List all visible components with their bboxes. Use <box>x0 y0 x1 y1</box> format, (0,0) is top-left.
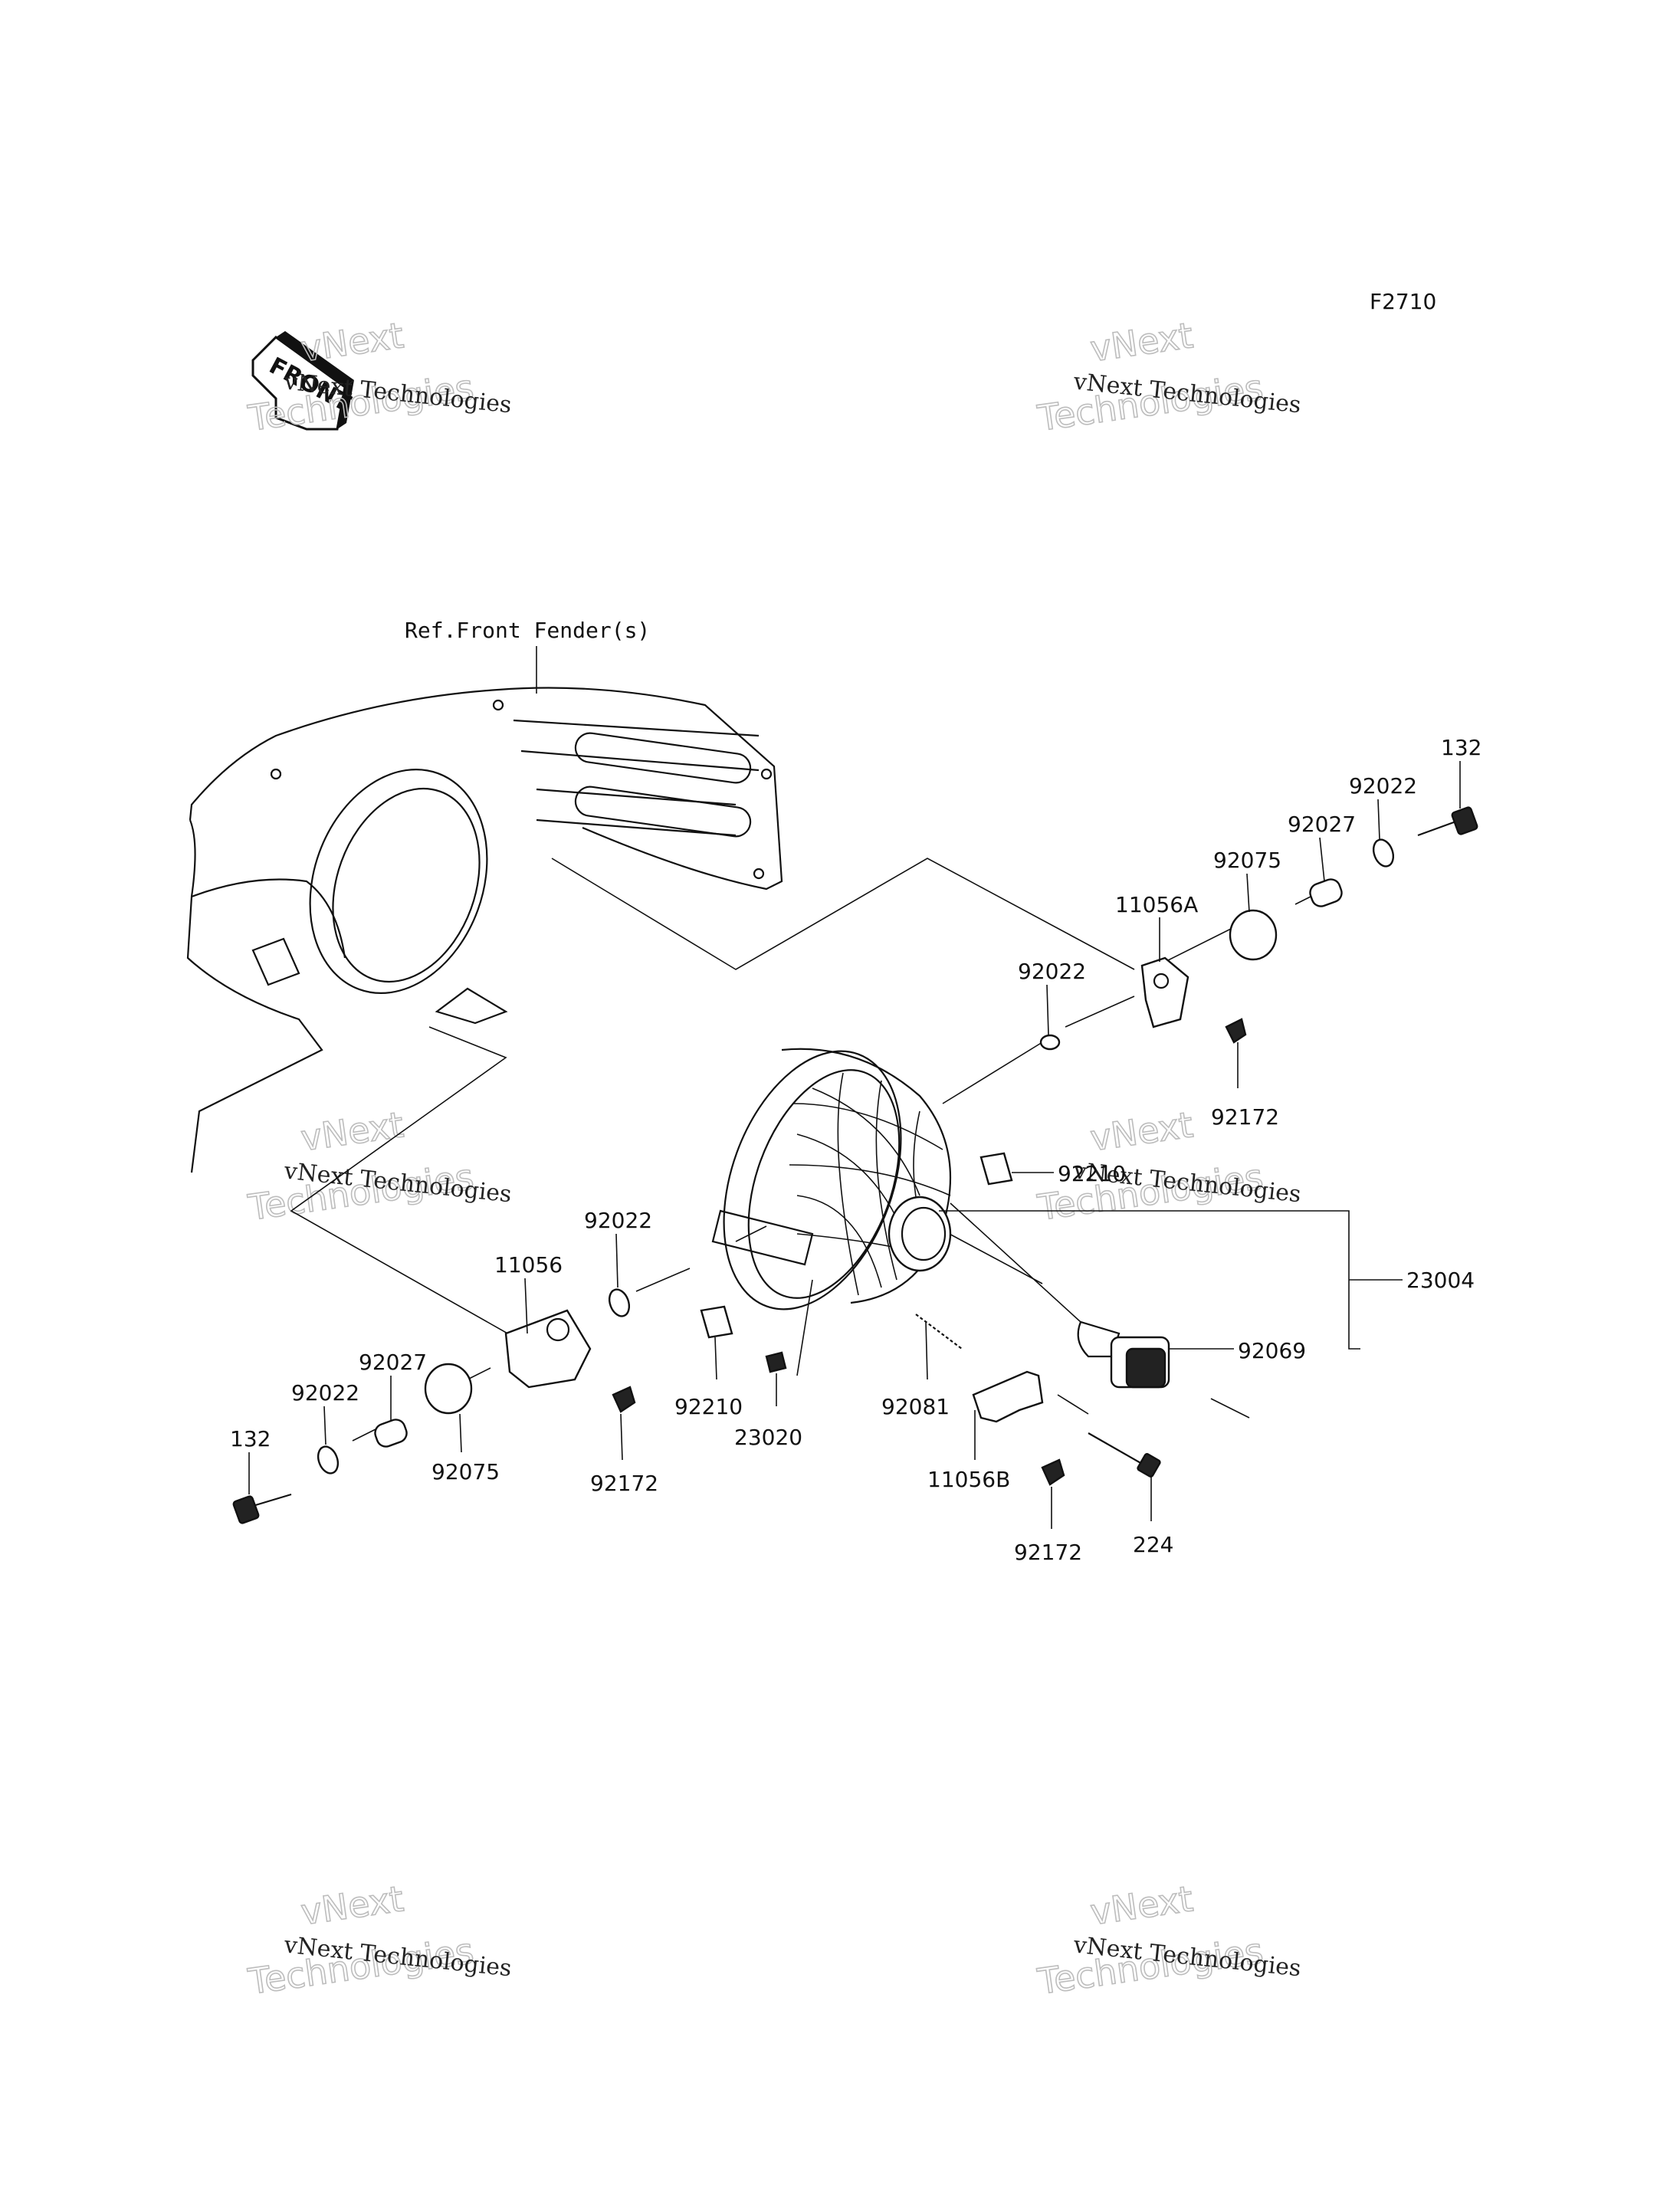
label-92022-right: 92022 <box>1349 773 1417 799</box>
diagram-code: F2710 <box>1370 289 1436 314</box>
nut-92210-right <box>979 1152 1013 1186</box>
spring-92081 <box>915 1314 963 1350</box>
collar-92027-right <box>1309 878 1343 907</box>
watermark-top-right: vNext Technologies vNext Technologies <box>1034 313 1302 439</box>
svg-text:vNext: vNext <box>298 1104 406 1159</box>
reference-label: Ref.Front Fender(s) <box>405 618 650 643</box>
grommet-92075-left <box>424 1363 473 1415</box>
collar-92027-left <box>374 1419 408 1448</box>
front-fender-housing <box>186 687 783 1173</box>
svg-text:vNext: vNext <box>298 314 406 369</box>
label-132-left: 132 <box>230 1426 271 1451</box>
label-23020: 23020 <box>734 1425 802 1450</box>
label-92027-left: 92027 <box>359 1350 427 1375</box>
label-92022-left-upper: 92022 <box>584 1208 652 1233</box>
label-92022-mid: 92022 <box>1018 959 1086 984</box>
bracket-11056B <box>972 1370 1044 1423</box>
front-arrow-icon: FRONT <box>251 331 355 431</box>
bolt-132-right <box>1417 806 1478 837</box>
label-92075-left: 92075 <box>431 1459 500 1484</box>
label-92210-left: 92210 <box>674 1394 743 1419</box>
label-92075-right: 92075 <box>1213 848 1281 873</box>
label-92069: 92069 <box>1238 1338 1306 1363</box>
bracket-11056A <box>1140 956 1189 1028</box>
washer-92022-mid <box>1039 1034 1061 1051</box>
nut-92210-left <box>700 1305 733 1339</box>
watermark-bottom-right: vNext Technologies vNext Technologies <box>1034 1877 1302 2003</box>
headlight-bulb <box>1077 1320 1170 1389</box>
leader-lines <box>248 761 1461 1529</box>
headlight-shell <box>711 1048 952 1310</box>
screw-92172-left <box>612 1386 636 1413</box>
watermark-mid-left: vNext Technologies vNext Technologies <box>244 1103 513 1228</box>
assembly-lines <box>290 858 1319 1442</box>
bolt-224 <box>1088 1432 1161 1478</box>
svg-text:vNext: vNext <box>1088 1104 1196 1159</box>
label-92022-left: 92022 <box>291 1380 359 1406</box>
screw-92172-bottom <box>1041 1458 1065 1486</box>
washer-92022-right <box>1372 838 1395 868</box>
label-92081: 92081 <box>881 1394 950 1419</box>
label-11056A: 11056A <box>1115 892 1198 917</box>
screw-92172-right <box>1225 1018 1247 1044</box>
label-92172-left: 92172 <box>590 1471 658 1496</box>
svg-text:vNext: vNext <box>298 1878 406 1933</box>
watermark-bottom-left: vNext Technologies vNext Technologies <box>244 1877 513 2003</box>
label-92172-bottom: 92172 <box>1014 1540 1082 1565</box>
label-11056: 11056 <box>494 1252 563 1278</box>
svg-text:vNext: vNext <box>1088 314 1196 369</box>
label-92027-right: 92027 <box>1288 812 1356 837</box>
grommet-92075-right <box>1229 909 1278 961</box>
label-92172-right: 92172 <box>1211 1104 1279 1130</box>
nut-23020 <box>765 1351 787 1373</box>
svg-text:vNext: vNext <box>1088 1878 1196 1933</box>
washer-92022-left-upper <box>608 1288 631 1317</box>
washer-92022-left <box>317 1445 340 1474</box>
label-224: 224 <box>1133 1532 1173 1557</box>
label-92210-right: 92210 <box>1058 1161 1126 1186</box>
part-labels: 132 92022 92027 92075 11056A 92022 92172… <box>230 735 1481 1565</box>
label-11056B: 11056B <box>927 1467 1010 1492</box>
bracket-11056 <box>504 1309 592 1389</box>
bolt-132-left <box>232 1493 292 1524</box>
label-132-right: 132 <box>1441 735 1481 760</box>
label-23004: 23004 <box>1406 1268 1475 1293</box>
